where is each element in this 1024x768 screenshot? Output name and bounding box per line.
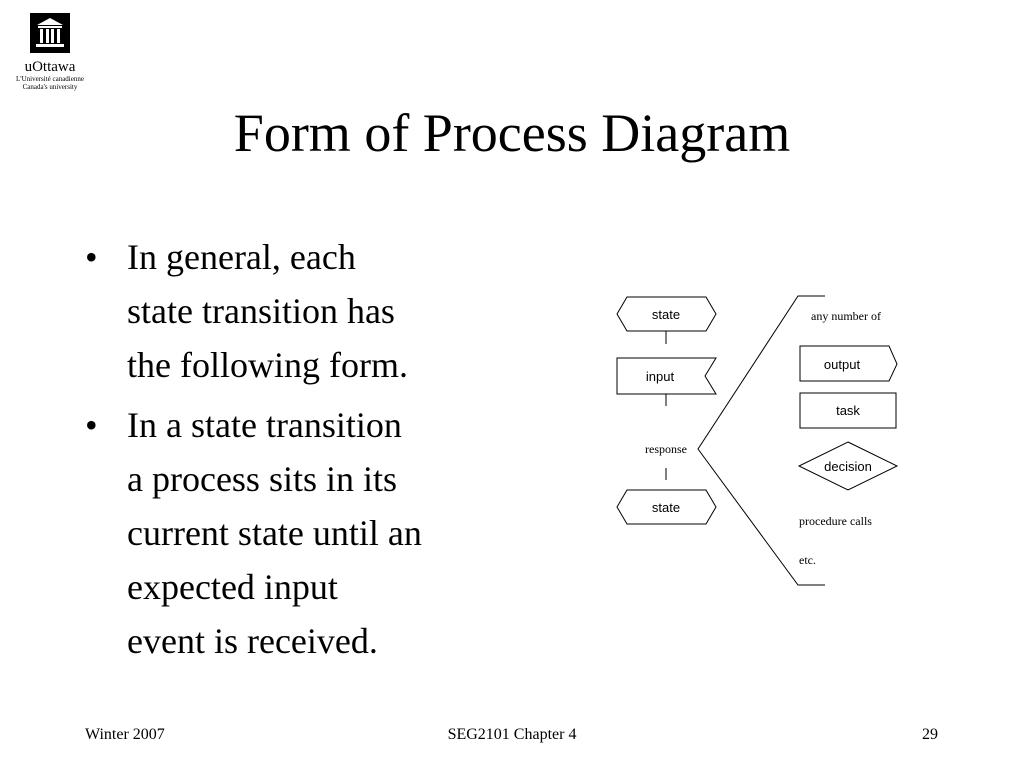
logo-subtitle-fr: L'Université canadienne (16, 75, 84, 83)
any-number-of-label: any number of (811, 309, 881, 323)
footer-date: Winter 2007 (85, 726, 165, 743)
logo-subtitle-en: Canada's university (22, 83, 78, 91)
task-label: task (836, 403, 860, 418)
decision-shape (797, 441, 899, 491)
bullet-line: current state until an (127, 513, 422, 553)
decision-label: decision (824, 459, 872, 474)
bullet-item: • In a state transition a process sits i… (85, 398, 525, 668)
procedure-calls-label: procedure calls (799, 514, 872, 528)
bullet-line: state transition has (127, 291, 395, 331)
slide-title: Form of Process Diagram (233, 103, 791, 163)
process-diagram: state input state output task decision r… (616, 295, 899, 586)
bullet-marker: • (85, 405, 98, 445)
response-bracket (697, 295, 825, 586)
bullet-line: a process sits in its (127, 459, 397, 499)
footer-course: SEG2101 Chapter 4 (447, 726, 577, 743)
bullet-line: In a state transition (127, 405, 402, 445)
state-label-top: state (652, 307, 680, 322)
state-shape-bottom (616, 489, 717, 525)
page-number: 29 (922, 726, 938, 743)
output-shape (799, 345, 898, 382)
university-logo: uOttawa L'Université canadienne Canada's… (10, 12, 90, 104)
bullet-list: • In general, each state transition has … (85, 230, 525, 674)
state-label-bottom: state (652, 500, 680, 515)
bullet-line: expected input (127, 567, 338, 607)
bullet-line: event is received. (127, 621, 378, 661)
bullet-item: • In general, each state transition has … (85, 230, 525, 392)
etc-label: etc. (799, 553, 816, 567)
output-label: output (824, 357, 861, 372)
bullet-marker: • (85, 237, 98, 277)
response-label: response (645, 442, 687, 456)
input-label: input (646, 369, 675, 384)
input-shape (616, 357, 717, 395)
building-icon (30, 13, 70, 53)
state-shape-top (616, 296, 717, 332)
logo-wordmark: uOttawa (24, 59, 76, 75)
task-shape (799, 392, 897, 429)
bullet-line: In general, each (127, 237, 356, 277)
bullet-line: the following form. (127, 345, 408, 385)
